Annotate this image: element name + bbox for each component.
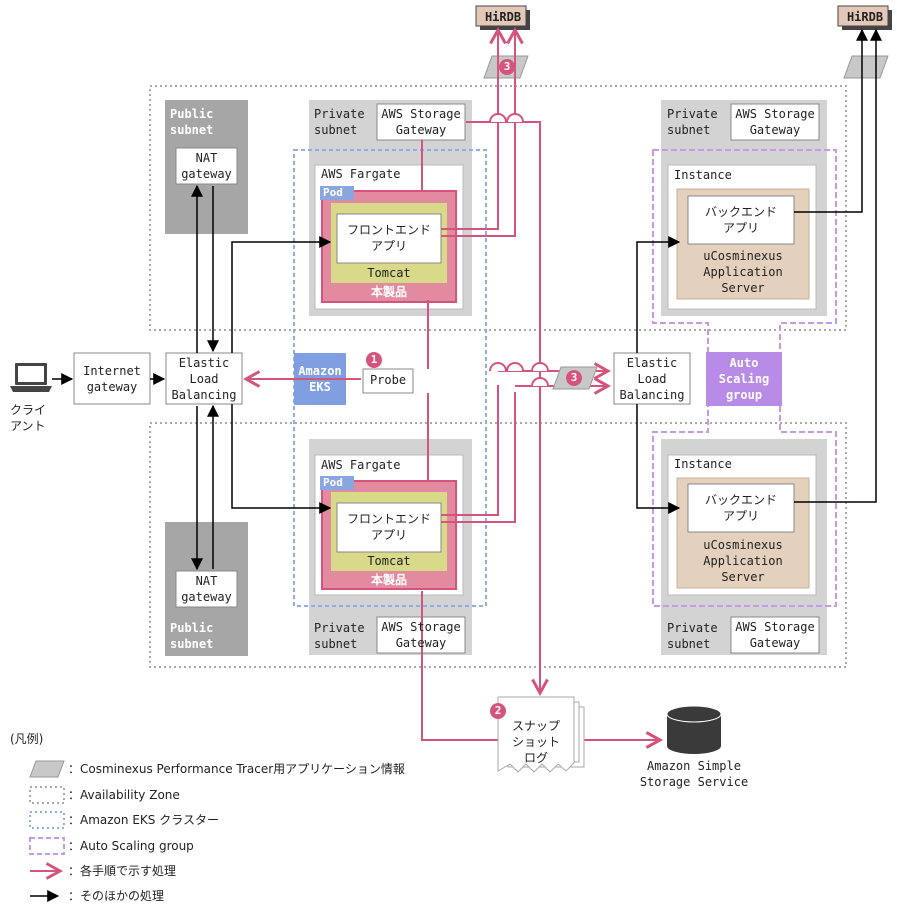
- database-icon: [666, 705, 722, 754]
- pod-top: [320, 186, 354, 200]
- public-subnet-bottom-label: Public subnet: [170, 621, 214, 651]
- hirdb-right-label: HiRDB: [846, 10, 884, 24]
- snapshot-log-label: スナップ ショット ログ: [511, 719, 560, 765]
- laptop-icon: [10, 363, 52, 392]
- instance-top-label: Instance: [674, 168, 732, 182]
- step-3-badge-middle-label: 3: [570, 371, 578, 384]
- legend-eks-icon: [29, 811, 65, 829]
- line-crossing-hops: [489, 113, 549, 387]
- private-subnet-tl-label: Private subnet: [314, 107, 365, 137]
- nat-gateway-top-label: NAT gateway: [181, 151, 232, 181]
- s3-label: Amazon Simple Storage Service: [639, 759, 749, 789]
- nat-gateway-top[interactable]: [175, 147, 238, 185]
- product-top-label: 本製品: [370, 285, 407, 299]
- backend-bottom-label: バックエンド アプリ: [704, 493, 777, 523]
- frontend-bottom-label: フロントエンド アプリ: [346, 512, 431, 542]
- step-3-badge-top-label: 3: [503, 60, 511, 73]
- amazon-eks-label: Amazon EKS: [298, 364, 342, 394]
- storage-gateway-br-label: AWS Storage Gateway: [735, 620, 815, 650]
- auto-scaling-group-box[interactable]: [706, 352, 782, 406]
- probe-box[interactable]: [362, 368, 414, 394]
- storage-gateway-bottom-right[interactable]: [730, 616, 820, 654]
- legend-tracer-icon: [29, 760, 65, 778]
- nat-gateway-bottom-label: NAT gateway: [181, 574, 232, 604]
- legend-asg-icon: [29, 837, 65, 855]
- step-1-badge-label: 1: [370, 353, 378, 366]
- backend-app-bottom[interactable]: [687, 483, 795, 533]
- legend-az-icon: [29, 786, 65, 804]
- legend-asg-label: ：Auto Scaling group: [68, 839, 194, 853]
- internet-gateway-label: Internet gateway: [83, 364, 141, 394]
- fargate-bottom-label: AWS Fargate: [321, 458, 401, 472]
- hirdb-left-label: HiRDB: [484, 10, 522, 24]
- step-badges: [366, 59, 582, 719]
- elb-right-label: Elastic Load Balancing: [619, 356, 685, 402]
- private-subnet-tr-label: Private subnet: [667, 107, 718, 137]
- pod-bottom: [320, 476, 354, 490]
- legend-tracer-label: ：Cosminexus Performance Tracer用アプリケーション情…: [68, 762, 405, 776]
- private-subnet-bl-label: Private subnet: [314, 621, 365, 651]
- internet-gateway-box[interactable]: [73, 352, 151, 405]
- elb-left-box[interactable]: [165, 352, 243, 405]
- legend-other-label: ：そのほかの処理: [68, 889, 165, 903]
- backend-top-label: バックエンド アプリ: [704, 205, 777, 235]
- auto-scaling-group-boundary: [652, 149, 837, 607]
- document-stack-icon: [497, 696, 585, 773]
- other-process-arrows: [52, 28, 882, 571]
- hirdb-right-box[interactable]: [837, 5, 892, 30]
- client-label: クライ アント: [10, 403, 47, 433]
- pod-bottom-label: Pod: [323, 476, 343, 489]
- ucosminexus-bottom-label: uCosminexus Application Server: [703, 538, 783, 584]
- elb-left-label: Elastic Load Balancing: [171, 356, 237, 402]
- fargate-top-label: AWS Fargate: [321, 167, 401, 181]
- step-2-badge-label: 2: [494, 704, 502, 717]
- auto-scaling-label: Auto Scaling group: [718, 356, 770, 402]
- tomcat-top-label: Tomcat: [367, 266, 411, 280]
- hirdb-left-box[interactable]: [475, 5, 530, 30]
- tracer-info-icon-top-right: [843, 55, 889, 79]
- tomcat-bottom-label: Tomcat: [367, 554, 411, 568]
- storage-gateway-bl-label: AWS Storage Gateway: [381, 620, 461, 650]
- elb-right-box[interactable]: [613, 352, 691, 405]
- private-subnet-br-label: Private subnet: [667, 621, 718, 651]
- storage-gateway-tl-label: AWS Storage Gateway: [381, 107, 461, 137]
- probe-label: Probe: [369, 373, 407, 387]
- frontend-app-top[interactable]: [336, 213, 442, 264]
- storage-gateway-top-right[interactable]: [730, 103, 820, 141]
- public-subnet-top-label: Public subnet: [170, 107, 214, 137]
- ucosminexus-top-label: uCosminexus Application Server: [703, 249, 783, 295]
- product-bottom-label: 本製品: [370, 573, 407, 587]
- legend-steps-label: ：各手順で示す処理: [68, 864, 177, 878]
- instance-bottom-label: Instance: [674, 457, 732, 471]
- frontend-top-label: フロントエンド アプリ: [346, 223, 431, 253]
- pod-top-label: Pod: [323, 186, 343, 199]
- legend-eks-label: ：Amazon EKS クラスター: [68, 813, 219, 827]
- legend-az-label: ：Availability Zone: [68, 788, 180, 802]
- backend-app-top[interactable]: [687, 195, 795, 245]
- storage-gateway-tr-label: AWS Storage Gateway: [735, 107, 815, 137]
- nat-gateway-bottom[interactable]: [175, 570, 238, 608]
- legend-title: (凡例): [10, 732, 44, 746]
- frontend-app-bottom[interactable]: [336, 502, 442, 553]
